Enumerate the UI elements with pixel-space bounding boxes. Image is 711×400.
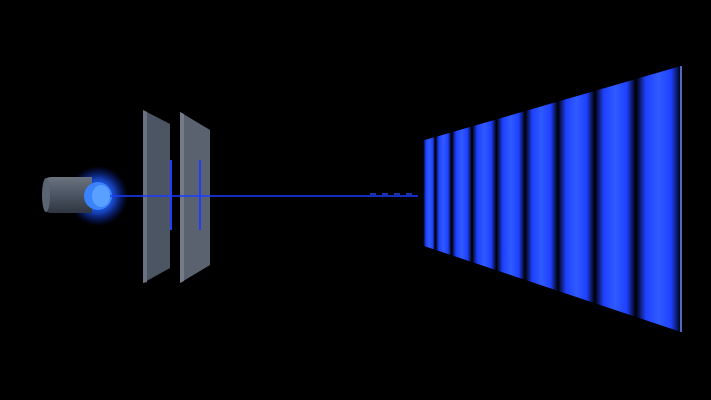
source-core: [92, 185, 110, 207]
double-slit-barrier: [143, 110, 210, 283]
source-body: [44, 177, 92, 213]
fringe-pattern: [418, 66, 681, 332]
source-body-cap: [42, 178, 50, 212]
interference-screen: [418, 66, 682, 332]
slit-panel-front: [180, 112, 210, 283]
slit-panel-front-edge: [180, 112, 184, 283]
light-source: [42, 166, 128, 226]
